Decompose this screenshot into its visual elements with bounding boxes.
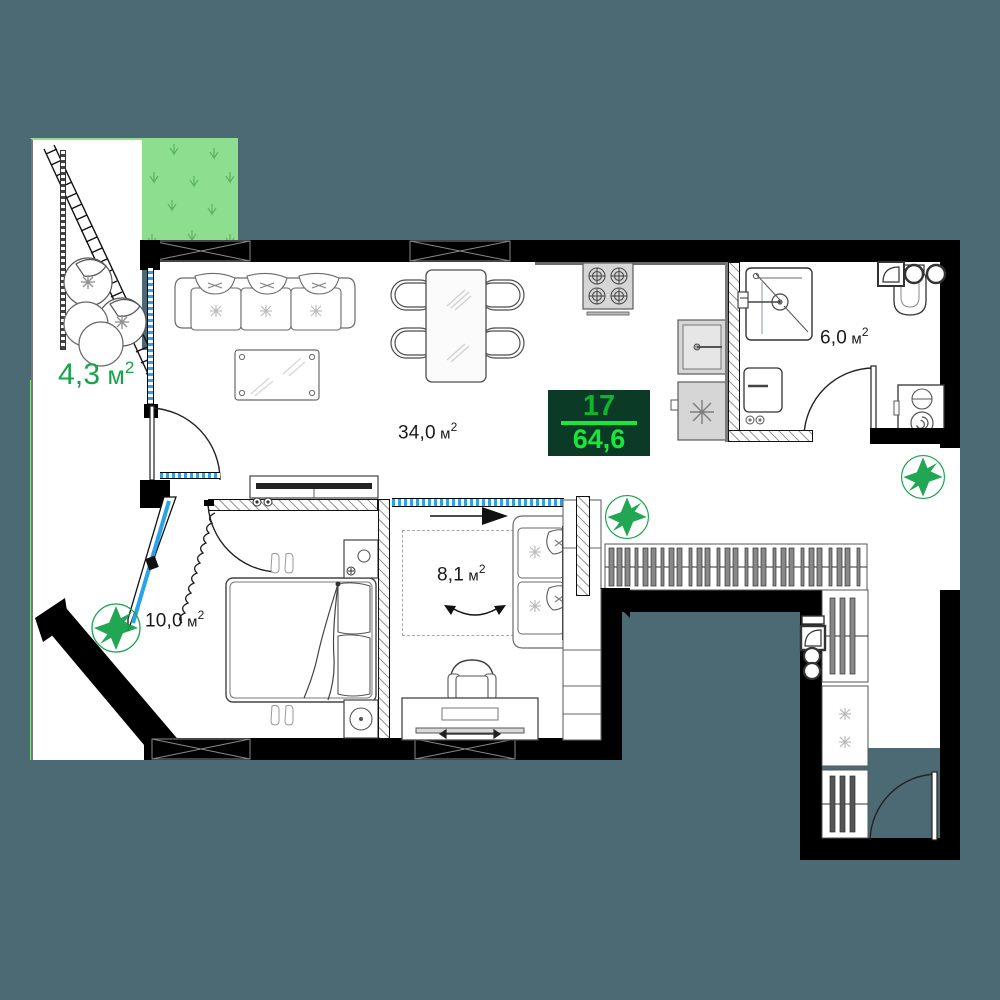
plant-bedroom — [88, 600, 144, 656]
wall-mid-horizontal — [600, 590, 820, 612]
slippers-top — [268, 552, 302, 579]
wall-right-outer — [940, 590, 960, 860]
double-bed — [225, 577, 377, 703]
glazing-left-living — [147, 268, 154, 406]
glazing-balcony-door — [160, 472, 220, 479]
nightstand-bottom — [343, 699, 380, 740]
wall-bathroom-bottom — [728, 430, 813, 442]
wardrobe-bedroom — [249, 475, 379, 500]
bedroom-curtain — [155, 505, 275, 645]
cooktop — [582, 262, 634, 316]
window-marker-top-2 — [409, 240, 511, 262]
window-marker-bottom-2 — [414, 738, 516, 760]
window-marker-top-1 — [151, 240, 251, 262]
desk-with-chair — [400, 650, 540, 742]
area-label-living: 34,0 м2 — [398, 420, 458, 444]
dining-set — [385, 264, 530, 386]
study-span-arrow — [444, 604, 506, 624]
kitchen-column — [670, 319, 727, 441]
planter-pot-4 — [75, 320, 131, 377]
corridor-railing-right-2 — [821, 685, 869, 767]
corridor-railing-right-3 — [821, 769, 869, 839]
badge-divider — [561, 421, 637, 425]
slippers-bottom — [268, 704, 302, 731]
kitchen-wall-segment — [725, 262, 728, 442]
plant-study — [602, 492, 652, 542]
apartment-badge: 17 64,6 — [548, 390, 650, 456]
neighbour-toilet — [799, 615, 828, 681]
balcony-rail-left — [60, 150, 66, 350]
washbasin — [740, 364, 788, 428]
nightstand-top — [343, 539, 380, 580]
bathroom-top-fixtures — [877, 261, 948, 288]
window-marker-bottom-1 — [151, 738, 251, 760]
wall-bathroom-left — [728, 262, 740, 442]
area-label-bedroom: 10,0 м2 — [145, 608, 205, 632]
neighbour-area — [622, 612, 800, 760]
entrance-door — [866, 770, 946, 842]
shower-cabin — [737, 264, 818, 344]
area-label-balcony: 4,3 м2 — [58, 358, 135, 391]
wall-corner-diagonal — [600, 588, 630, 618]
area-label-study: 8,1 м2 — [437, 562, 486, 586]
corridor-railing-horizontal — [604, 543, 868, 591]
plant-hall — [898, 452, 948, 502]
neighbour-area-2 — [622, 748, 800, 860]
glazing-study-top — [392, 498, 564, 507]
study-direction-arrow — [430, 505, 510, 527]
corridor-railing-right-1 — [821, 589, 869, 683]
wall-bottom-right — [800, 838, 950, 860]
balcony-outer-edge — [31, 140, 33, 760]
wardrobe-hinges — [252, 495, 276, 513]
badge-total-area: 64,6 — [572, 424, 626, 454]
wall-study-right — [600, 590, 622, 760]
wall-bathroom-bottom-black — [870, 428, 960, 444]
sofa-3-seat — [174, 272, 356, 334]
wall-diagonal-bedroom — [35, 590, 215, 760]
wall-bedroom-top — [208, 499, 378, 511]
wall-bedroom-right — [378, 499, 390, 739]
badge-apartment-number: 17 — [582, 390, 616, 422]
area-label-bathroom: 6,0 м2 — [820, 325, 869, 349]
wall-left-living — [140, 240, 160, 270]
bedroom-door — [204, 500, 282, 576]
wall-right-top — [940, 248, 960, 448]
wall-study-hatched-right — [576, 496, 590, 596]
wall-top — [140, 240, 960, 262]
glass-coffee-table — [234, 349, 320, 401]
